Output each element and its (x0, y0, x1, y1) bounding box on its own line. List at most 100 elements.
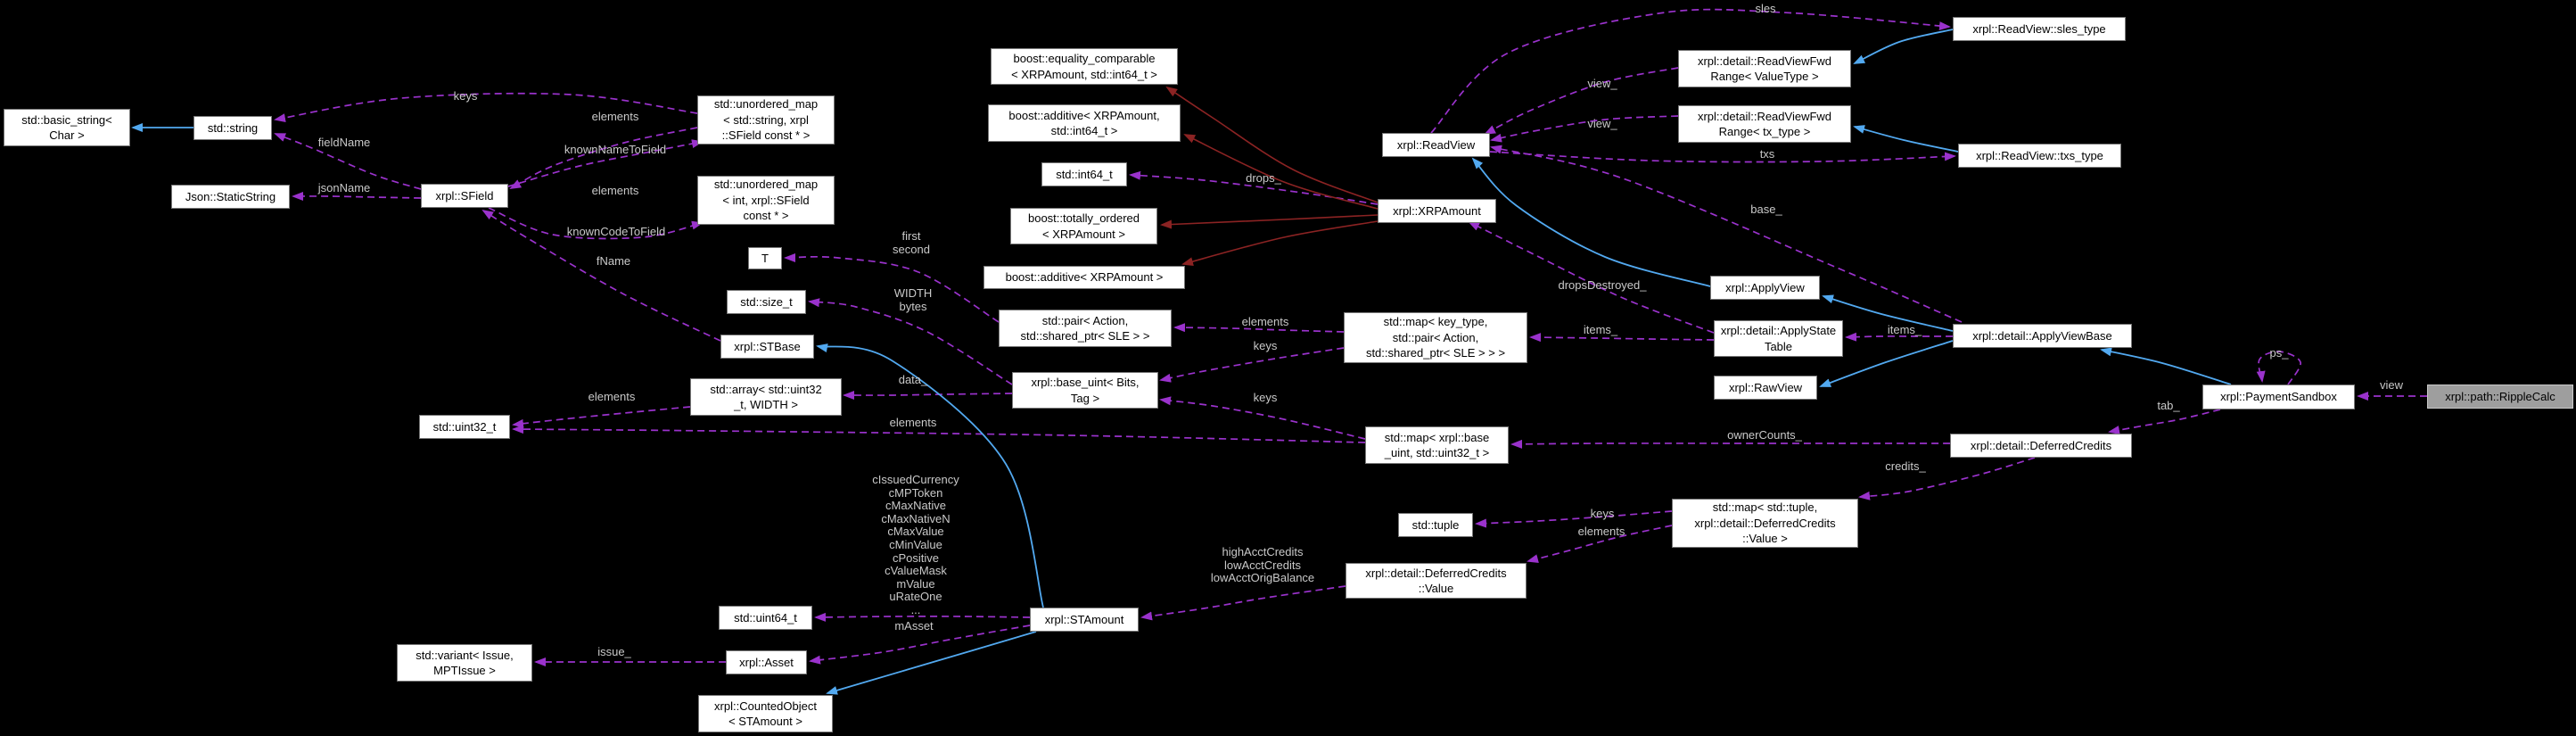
class-node-map-keytype-pair[interactable]: std::map< key_type,std::pair< Action,std… (1344, 312, 1527, 363)
class-node-map-tuple-value[interactable]: std::map< std::tuple,xrpl::detail::Defer… (1672, 499, 1858, 548)
edge-label: view (2379, 378, 2404, 392)
class-node-label: xrpl::ReadView (1396, 137, 1476, 152)
class-node-string[interactable]: std::string (193, 116, 272, 140)
class-node-asset[interactable]: xrpl::Asset (726, 650, 807, 674)
usage-edge (843, 391, 1013, 401)
class-node-label: xrpl::ReadView::sles_type (1972, 21, 2106, 36)
class-node-label: _uint, std::uint32_t > (1384, 446, 1490, 459)
class-node-applyviewbase[interactable]: xrpl::detail::ApplyViewBase (1953, 324, 2132, 348)
class-node-label: xrpl::detail::ReadViewFwd (1697, 54, 1832, 68)
usage-edge (481, 209, 721, 342)
class-node-basic-string[interactable]: std::basic_string<Char > (4, 109, 130, 146)
usage-edge (292, 191, 422, 201)
class-node-tuple[interactable]: std::tuple (1398, 513, 1473, 537)
class-node-label: xrpl::PaymentSandbox (2220, 390, 2337, 404)
edge-label: tab_ (2157, 399, 2180, 412)
usage-edge (1490, 145, 1963, 323)
class-node-label: _t, WIDTH > (734, 398, 798, 411)
class-node-paymentsandbox[interactable]: xrpl::PaymentSandbox (2202, 385, 2355, 409)
edge-label: mAsset (894, 619, 934, 633)
class-node-variant-issue[interactable]: std::variant< Issue,MPTIssue > (397, 644, 532, 682)
class-node-label: MPTIssue > (433, 664, 496, 677)
edge-label: fieldName (317, 136, 371, 149)
class-node-label: xrpl::detail::ReadViewFwd (1697, 109, 1832, 123)
class-node-equality-comparable[interactable]: boost::equality_comparable< XRPAmount, s… (991, 48, 1178, 85)
edge-label: elements (591, 184, 639, 197)
inheritance-edge (826, 631, 1037, 695)
usage-edge (1858, 457, 2036, 500)
class-node-pair-action-sle[interactable]: std::pair< Action,std::shared_ptr< SLE >… (999, 310, 1172, 347)
class-node-label: std::basic_string< (21, 112, 112, 127)
class-node-uint64[interactable]: std::uint64_t (719, 606, 812, 630)
class-node-label: < STAmount > (728, 715, 802, 728)
usage-edge (809, 624, 1031, 665)
usage-edge (1159, 347, 1345, 383)
usage-edge (509, 127, 698, 189)
edge-label: sles (1755, 2, 1776, 15)
class-node-totally-ordered[interactable]: boost::totally_ordered< XRPAmount > (1010, 208, 1157, 244)
class-node-label: std::pair< Action, (1041, 313, 1129, 327)
edge-label: data_ (898, 373, 928, 386)
class-node-label: < XRPAmount, std::int64_t > (1011, 67, 1157, 81)
class-node-label: < XRPAmount > (1042, 227, 1125, 241)
class-node-label: std::shared_ptr< SLE > > > (1365, 346, 1506, 360)
class-node-txs-type[interactable]: xrpl::ReadView::txs_type (1958, 144, 2121, 168)
inheritance-edge (1471, 157, 1711, 287)
inheritance-edge (1853, 29, 1954, 64)
class-node-label: std::tuple (1411, 517, 1460, 532)
class-node-rawview[interactable]: xrpl::RawView (1714, 376, 1817, 400)
class-node-deferred-credits-value[interactable]: xrpl::detail::DeferredCredits::Value (1346, 563, 1527, 599)
class-node-sfield[interactable]: xrpl::SField (421, 184, 508, 208)
class-node-map-baseuint-uint32[interactable]: std::map< xrpl::base_uint, std::uint32_t… (1365, 426, 1509, 464)
class-node-sles-type[interactable]: xrpl::ReadView::sles_type (1953, 17, 2126, 41)
class-node-label: ::Value (1418, 582, 1454, 595)
class-node-label: std::uint64_t (734, 610, 797, 624)
edge-label: ownerCounts_ (1727, 428, 1802, 442)
class-node-uint32[interactable]: std::uint32_t (419, 415, 510, 439)
class-node-label: xrpl::Asset (739, 655, 794, 669)
class-node-umap-string-sfield[interactable]: std::unordered_map< std::string, xrpl::S… (697, 95, 835, 145)
class-node-applyview[interactable]: xrpl::ApplyView (1710, 276, 1820, 300)
class-node-int64[interactable]: std::int64_t (1041, 162, 1127, 186)
class-node-additive-xrp[interactable]: boost::additive< XRPAmount > (983, 266, 1185, 289)
class-node-static-string[interactable]: Json::StaticString (171, 185, 290, 209)
class-node-label: std::map< key_type, (1383, 315, 1488, 329)
class-node-label: xrpl::detail::ApplyViewBase (1972, 328, 2112, 343)
class-node-readview[interactable]: xrpl::ReadView (1382, 133, 1490, 157)
class-node-label: ::Value > (1742, 532, 1788, 546)
class-node-counted-object[interactable]: xrpl::CountedObject< STAmount > (698, 695, 833, 732)
usage-edge (1490, 115, 1679, 143)
class-node-stamount[interactable]: xrpl::STAmount (1030, 608, 1139, 632)
inheritance-edge (1822, 294, 1954, 332)
class-node-label: xrpl::RawView (1728, 380, 1803, 394)
class-node-label: Tag > (1070, 391, 1100, 405)
edge-label: keys (1590, 507, 1615, 520)
class-node-additive-int64[interactable]: boost::additive< XRPAmount,std::int64_t … (988, 104, 1181, 142)
class-node-label: xrpl::SField (435, 188, 494, 203)
class-node-label: std::uint32_t (432, 419, 497, 434)
class-node-base-uint[interactable]: xrpl::base_uint< Bits,Tag > (1012, 372, 1158, 409)
edge-label: items_ (1887, 323, 1922, 336)
class-node-xrpamount[interactable]: xrpl::XRPAmount (1378, 199, 1496, 223)
class-node-array-uint32[interactable]: std::array< std::uint32_t, WIDTH > (690, 378, 842, 416)
class-node-t-param[interactable]: T (748, 247, 782, 269)
class-node-stbase[interactable]: xrpl::STBase (720, 335, 814, 359)
edge-label: fName (596, 254, 631, 268)
edge-label: keys (453, 89, 478, 103)
edge-label: elements (1577, 525, 1625, 538)
class-node-deferredcredits[interactable]: xrpl::detail::DeferredCredits (1950, 434, 2132, 458)
class-node-size-t[interactable]: std::size_t (727, 290, 806, 314)
class-node-ripplecalc[interactable]: xrpl::path::RippleCalc (2427, 385, 2573, 409)
class-node-label: xrpl::ApplyView (1725, 280, 1805, 294)
class-node-label: boost::additive< XRPAmount > (1005, 270, 1164, 285)
private-inheritance-edge (1183, 134, 1379, 210)
private-inheritance-edge (1165, 86, 1379, 203)
usage-edge (274, 92, 698, 123)
class-node-label: xrpl::detail::DeferredCredits (1365, 566, 1507, 580)
